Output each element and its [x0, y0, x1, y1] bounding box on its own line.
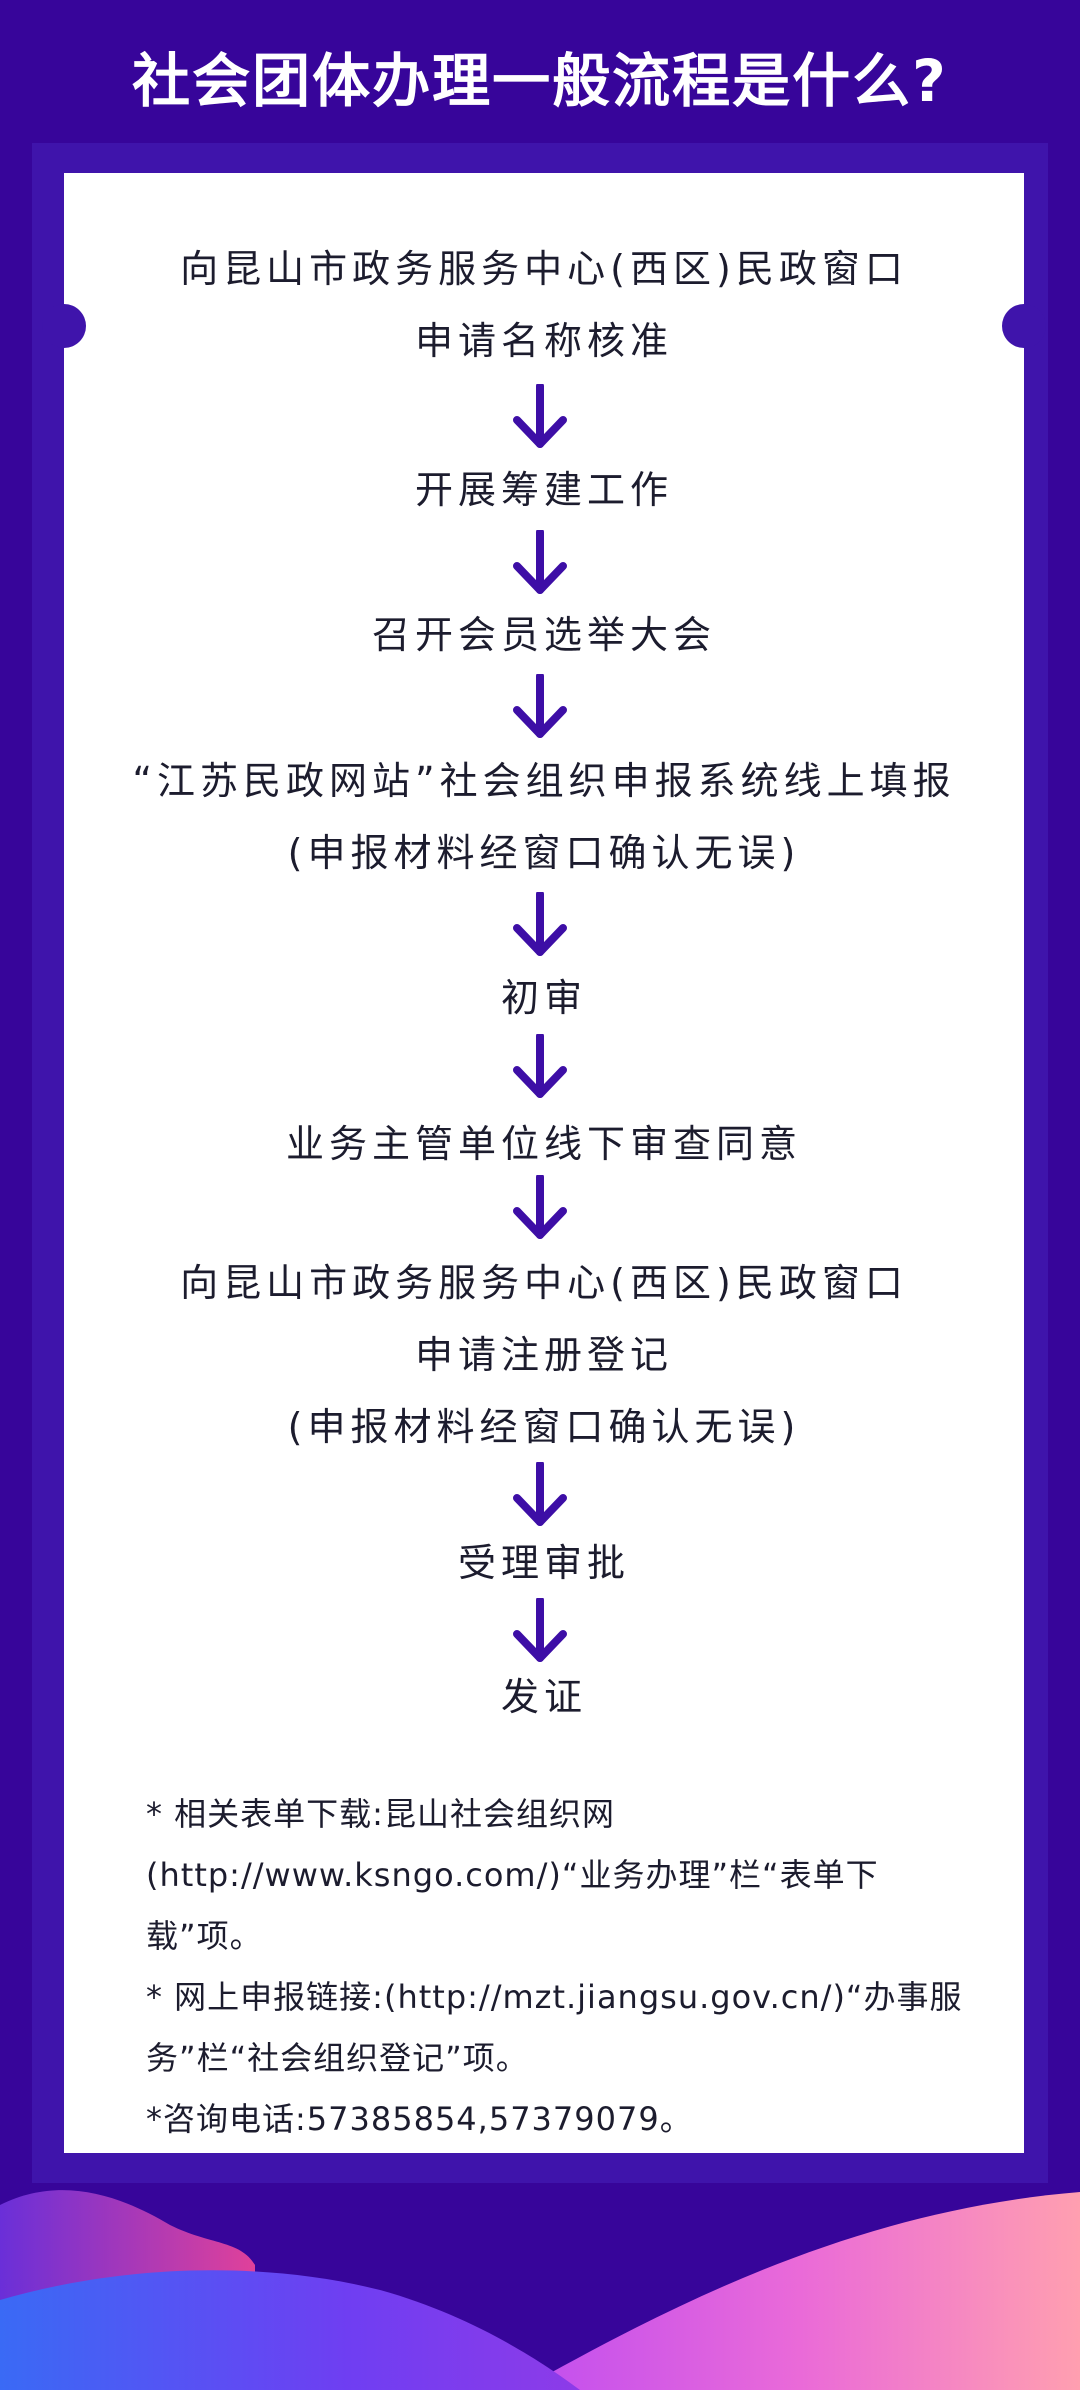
flow-step-4: “江苏民政网站”社会组织申报系统线上填报 (申报材料经窗口确认无误)	[64, 745, 1024, 889]
flow-step-line: (申报材料经窗口确认无误)	[287, 1405, 801, 1449]
note-online-link: * 网上申报链接:(http://mzt.jiangsu.gov.cn/)“办事…	[146, 1978, 963, 2077]
flow-step-6: 业务主管单位线下审查同意	[64, 1108, 1024, 1180]
down-arrow-icon	[513, 1598, 567, 1662]
flow-step-line: (申报材料经窗口确认无误)	[287, 831, 801, 875]
down-arrow-icon	[513, 1034, 567, 1098]
note-phone: *咨询电话:57385854,57379079。	[146, 2100, 693, 2138]
flow-step-2: 开展筹建工作	[64, 454, 1024, 526]
card-notch-right	[1002, 304, 1046, 348]
flow-step-1: 向昆山市政务服务中心(西区)民政窗口 申请名称核准	[64, 233, 1024, 377]
flow-step-line: 受理审批	[457, 1541, 630, 1585]
flow-step-line: 申请注册登记	[414, 1333, 673, 1377]
flow-card	[64, 173, 1024, 2153]
flow-step-line: 开展筹建工作	[414, 468, 673, 512]
down-arrow-icon	[513, 1175, 567, 1239]
flow-step-line: 向昆山市政务服务中心(西区)民政窗口	[180, 1261, 908, 1305]
flow-step-line: 发证	[500, 1675, 587, 1719]
flow-step-7: 向昆山市政务服务中心(西区)民政窗口 申请注册登记 (申报材料经窗口确认无误)	[64, 1247, 1024, 1463]
flow-step-line: 业务主管单位线下审查同意	[285, 1122, 802, 1166]
decorative-waves	[0, 2190, 1080, 2390]
down-arrow-icon	[513, 892, 567, 956]
flow-step-line: 向昆山市政务服务中心(西区)民政窗口	[180, 247, 908, 291]
notes-section: * 相关表单下载:昆山社会组织网(http://www.ksngo.com/)“…	[146, 1784, 966, 2150]
flow-step-line: “江苏民政网站”社会组织申报系统线上填报	[132, 759, 956, 803]
down-arrow-icon	[513, 530, 567, 594]
flow-step-line: 召开会员选举大会	[371, 613, 716, 657]
page-title: 社会团体办理一般流程是什么?	[132, 47, 948, 115]
flow-step-9: 发证	[64, 1661, 1024, 1733]
down-arrow-icon	[513, 674, 567, 738]
note-form-download: * 相关表单下载:昆山社会组织网(http://www.ksngo.com/)“…	[146, 1795, 879, 1955]
card-notch-left	[42, 304, 86, 348]
flow-step-line: 申请名称核准	[414, 319, 673, 363]
flow-step-5: 初审	[64, 962, 1024, 1034]
flow-step-8: 受理审批	[64, 1527, 1024, 1599]
flow-step-line: 初审	[500, 976, 587, 1020]
flow-step-3: 召开会员选举大会	[64, 599, 1024, 671]
down-arrow-icon	[513, 1462, 567, 1526]
down-arrow-icon	[513, 384, 567, 448]
